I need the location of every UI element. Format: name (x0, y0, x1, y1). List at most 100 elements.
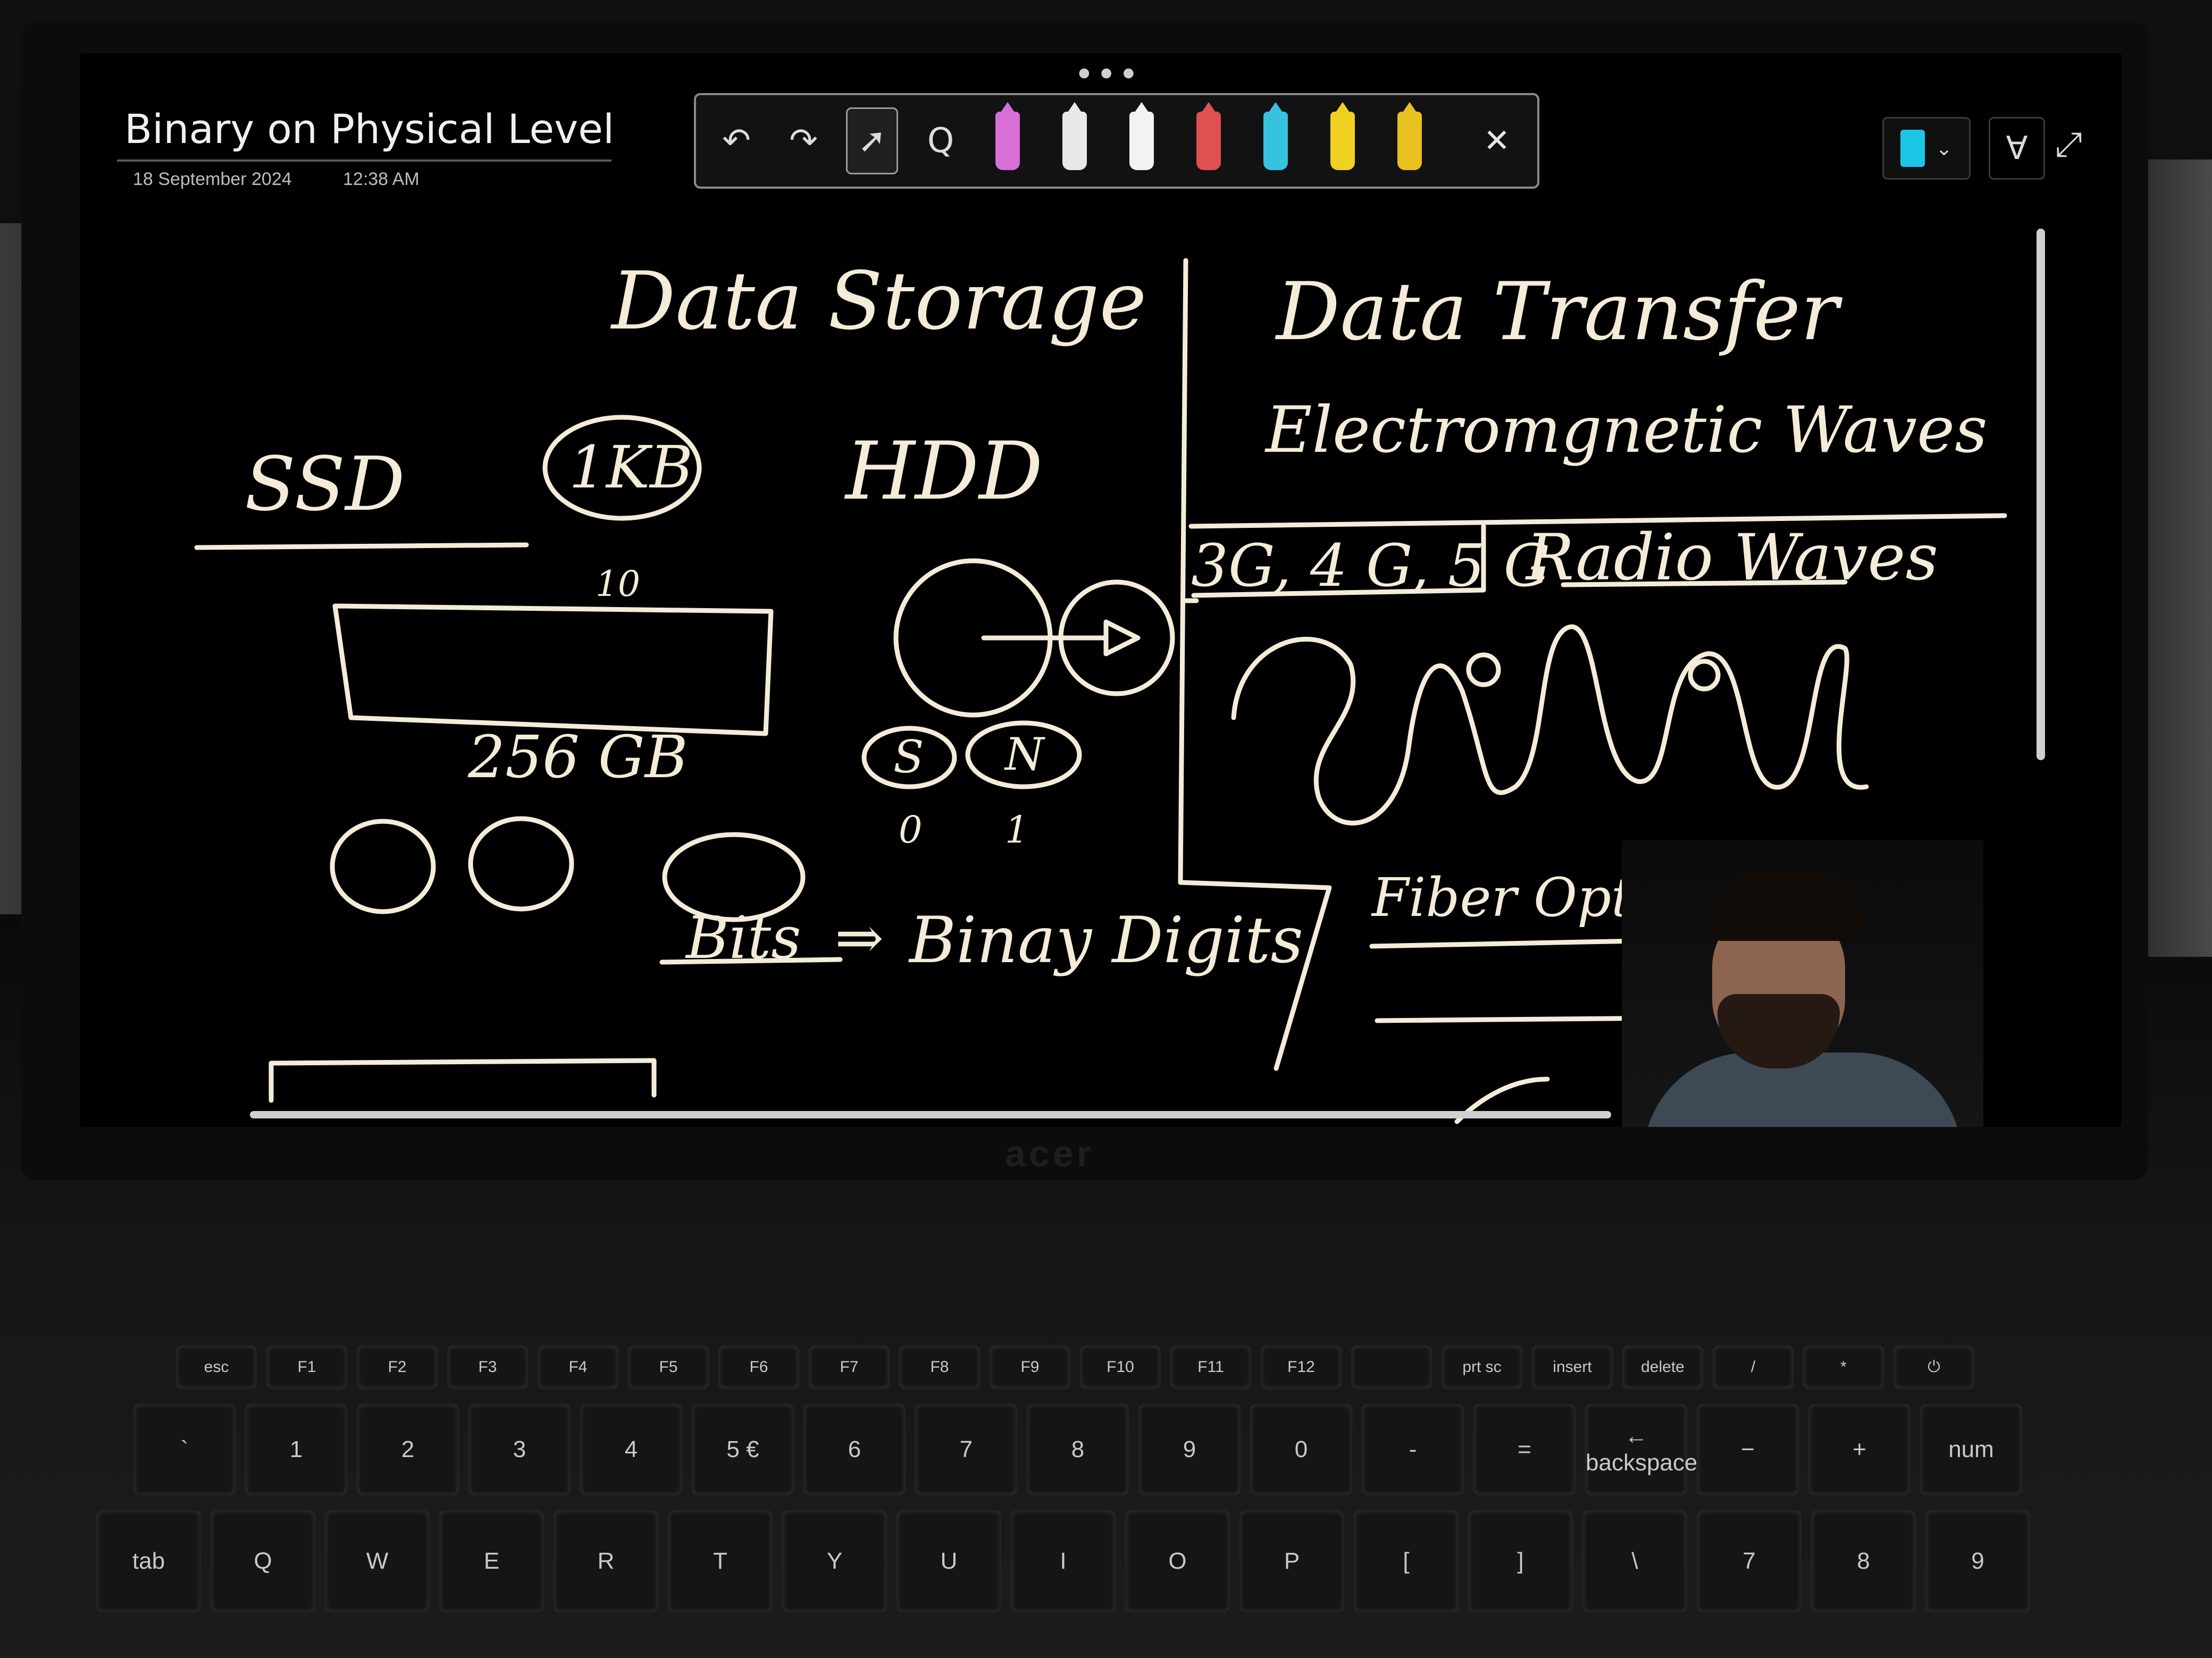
function-row-key-label: F4 (568, 1358, 588, 1376)
head-arrow (981, 619, 1141, 657)
top-row-key[interactable]: [ (1353, 1510, 1459, 1613)
function-row-key[interactable]: F7 (808, 1345, 890, 1390)
yellow-marker-icon[interactable] (1385, 109, 1434, 173)
number-row-key-label: 3 (513, 1436, 526, 1462)
top-row-key[interactable]: 9 (1925, 1510, 2031, 1613)
function-row-key[interactable]: esc (175, 1345, 257, 1390)
vertical-scrollbar[interactable] (2037, 229, 2045, 760)
top-row-key[interactable]: Q (210, 1510, 316, 1613)
ink-s: S (893, 731, 924, 783)
ink-n: N (1005, 728, 1044, 780)
number-row-key[interactable]: 8 (1026, 1403, 1129, 1496)
function-row-key[interactable]: F11 (1170, 1345, 1252, 1390)
top-row-key[interactable]: 8 (1811, 1510, 1916, 1613)
number-row-key[interactable]: 3 (468, 1403, 571, 1496)
function-row-key[interactable]: F12 (1260, 1345, 1342, 1390)
number-row-key[interactable]: - (1361, 1403, 1464, 1496)
function-row-key[interactable] (1351, 1345, 1432, 1390)
number-row-key[interactable]: = (1473, 1403, 1576, 1496)
function-row-key[interactable]: F1 (266, 1345, 348, 1390)
function-row-key-label: F3 (478, 1358, 497, 1376)
top-row-key[interactable]: O (1125, 1510, 1230, 1613)
function-row-key[interactable]: F5 (627, 1345, 709, 1390)
number-row-key[interactable]: 1 (245, 1403, 348, 1496)
ink-radio-waves: Radio Waves (1526, 521, 1939, 595)
function-row-key[interactable]: F10 (1079, 1345, 1161, 1390)
top-row-key[interactable]: \ (1582, 1510, 1688, 1613)
function-row-key-label: / (1750, 1358, 1756, 1376)
top-row-key[interactable]: P (1239, 1510, 1345, 1613)
ink-gb: 256 GB (468, 723, 688, 791)
top-row-key[interactable]: R (553, 1510, 659, 1613)
drag-handle-icon[interactable]: ••• (1074, 55, 1141, 95)
number-row-key-label: + (1853, 1436, 1866, 1462)
function-row-key[interactable]: F2 (356, 1345, 438, 1390)
number-row-key[interactable]: num (1920, 1403, 2023, 1496)
number-row-key[interactable]: 5 € (691, 1403, 794, 1496)
number-row-key[interactable]: 7 (915, 1403, 1018, 1496)
number-row-key[interactable]: − (1696, 1403, 1799, 1496)
top-row-key-label: O (1168, 1548, 1187, 1574)
function-row-key[interactable]: F3 (447, 1345, 529, 1390)
notebook-button[interactable]: ⌄ (1882, 117, 1971, 180)
pen-body (1129, 112, 1154, 170)
function-row-key[interactable]: ⏻ (1893, 1345, 1975, 1390)
eraser-pen-icon[interactable] (983, 109, 1032, 173)
function-row-key[interactable]: prt sc (1441, 1345, 1523, 1390)
top-row-key[interactable]: tab (96, 1510, 202, 1613)
radio-wave (1231, 624, 1869, 826)
white-pen-icon[interactable] (1050, 109, 1099, 173)
number-row-key-label: 5 € (726, 1436, 759, 1462)
close-toolbar-icon[interactable]: ✕ (1483, 122, 1511, 159)
top-row-key[interactable]: W (324, 1510, 430, 1613)
cyan-pen-icon[interactable] (1251, 109, 1300, 173)
chevron-down-icon: ⌄ (1936, 137, 1953, 160)
wave-node-1 (1466, 652, 1501, 687)
ssd-chip (332, 603, 774, 736)
number-row-key-label: 8 (1071, 1436, 1085, 1462)
ink-zero: 0 (899, 808, 923, 852)
function-row-key[interactable]: F4 (537, 1345, 619, 1390)
number-row-key[interactable]: 9 (1138, 1403, 1241, 1496)
function-row-key[interactable]: delete (1622, 1345, 1704, 1390)
yellow-highlighter-icon[interactable] (1318, 109, 1367, 173)
ink-networks: 3G, 4 G, 5 G (1191, 532, 1551, 600)
red-pen-icon[interactable] (1184, 109, 1233, 173)
number-row-key[interactable]: 2 (356, 1403, 459, 1496)
function-row-key[interactable]: * (1803, 1345, 1884, 1390)
function-row-key[interactable]: F9 (989, 1345, 1071, 1390)
laptop-screen: ••• ✕ Binary on Physical Level 18 Septem… (80, 53, 2122, 1127)
select-arrow-icon[interactable]: ➚ (846, 107, 898, 174)
draw-mode-button[interactable]: ∀ (1989, 117, 2045, 180)
horizontal-scrollbar[interactable] (250, 1111, 1611, 1118)
lasso-icon[interactable]: Q (927, 121, 954, 161)
top-row-key[interactable]: Y (782, 1510, 887, 1613)
function-row-key[interactable]: insert (1531, 1345, 1613, 1390)
number-row-key-label: − (1741, 1436, 1755, 1462)
top-row-key[interactable]: T (667, 1510, 773, 1613)
undo-icon[interactable]: ↶ (722, 121, 751, 161)
number-row-key[interactable]: + (1808, 1403, 1911, 1496)
expand-icon[interactable]: ⤢ (2055, 125, 2083, 164)
s-circle (861, 726, 957, 789)
top-row-key[interactable]: E (439, 1510, 544, 1613)
function-row-key-label: * (1840, 1358, 1847, 1376)
top-row-key[interactable]: 7 (1696, 1510, 1802, 1613)
top-row-key[interactable]: I (1010, 1510, 1116, 1613)
function-row-key[interactable]: F8 (899, 1345, 981, 1390)
redo-icon[interactable]: ↷ (789, 121, 818, 161)
function-row-key[interactable]: / (1712, 1345, 1794, 1390)
pen-body (995, 112, 1020, 170)
top-row-key[interactable]: ] (1468, 1510, 1573, 1613)
number-row-key[interactable]: 0 (1250, 1403, 1353, 1496)
number-row-key[interactable]: 4 (580, 1403, 683, 1496)
function-row-key-label: ⏻ (1928, 1358, 1940, 1376)
number-row-key[interactable]: ` (133, 1403, 236, 1496)
function-row-key-label: F5 (659, 1358, 678, 1376)
function-row-key[interactable]: F6 (718, 1345, 800, 1390)
top-row-key[interactable]: U (896, 1510, 1002, 1613)
white-fine-pen-icon[interactable] (1117, 109, 1166, 173)
radio-underline (1561, 579, 1848, 587)
number-row-key[interactable]: ← backspace (1585, 1403, 1697, 1496)
number-row-key[interactable]: 6 (803, 1403, 906, 1496)
